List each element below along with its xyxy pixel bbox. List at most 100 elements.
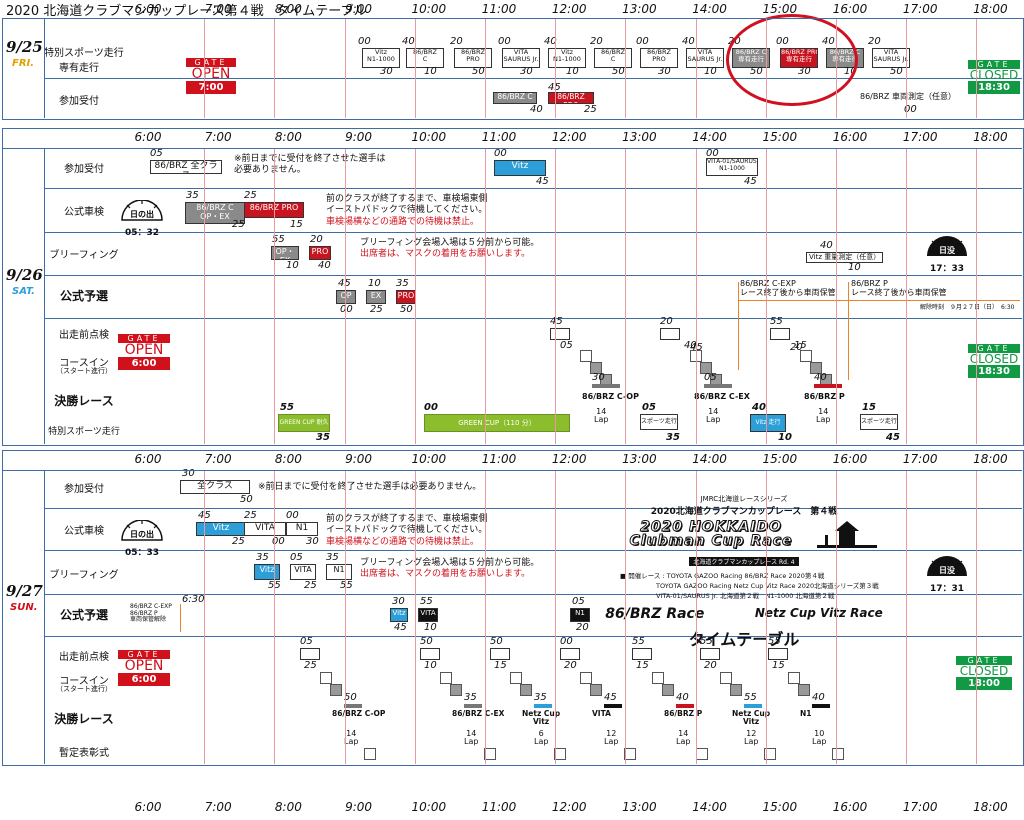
day2-row-reception: 参加受付: [64, 164, 104, 175]
day2-row-race: 決勝レース: [54, 394, 114, 408]
svg-text:日没: 日没: [939, 565, 956, 575]
race-step: 40: [676, 692, 689, 703]
grid-step: [662, 684, 674, 696]
grid-step: [590, 362, 602, 374]
race-step: 05: [300, 636, 313, 647]
day1-reception-c: 86/BRZ C: [493, 92, 537, 104]
hour-label: 9:00: [345, 2, 373, 16]
sport-session: 86/BRZ C: [594, 48, 632, 68]
grid-step: [510, 672, 522, 684]
hour-label: 8:00: [274, 452, 302, 466]
sport-session: 86/BRZ PRO: [454, 48, 492, 68]
race-box: [550, 328, 570, 340]
day3-row-race: 決勝レース: [54, 712, 114, 726]
race-step: 40: [814, 372, 827, 383]
svg-text:日の出: 日の出: [130, 209, 154, 219]
podium-mark: [624, 748, 636, 760]
session-start: 40: [402, 36, 415, 47]
hour-label: 8:00: [274, 130, 302, 144]
hour-label: 14:00: [692, 800, 727, 814]
day2-reception-vita: VITA-01/SAURUS Jr. N1-1000: [706, 158, 758, 176]
race-step: 20: [564, 660, 577, 671]
race-step: 15: [494, 660, 507, 671]
day3-row-podium: 暫定表彰式: [59, 748, 109, 759]
race-step: 15: [636, 660, 649, 671]
hour-label: 18:00: [973, 452, 1008, 466]
race-step: 25: [304, 660, 317, 671]
day2-sport-2: スポーツ走行: [860, 414, 898, 430]
day2-reception-note: ※前日までに受付を終了させた選手は 必要ありません。: [234, 154, 386, 176]
hour-label: 16:00: [832, 2, 868, 16]
hour-label: 11:00: [481, 130, 517, 144]
day2-gate-closed: GATE CLOSED 18:30: [968, 344, 1020, 378]
race-step: 55: [700, 636, 713, 647]
session-end: 10: [566, 66, 579, 77]
page-title: 2020 北海道クラブマンカップレース第４戦 タイムテーブル: [6, 4, 367, 19]
session-end: 10: [424, 66, 437, 77]
race-step: 55: [770, 316, 783, 327]
day3-row-briefing: ブリーフィング: [49, 570, 119, 581]
race-step: 05: [560, 340, 573, 351]
race-step: 50: [490, 636, 503, 647]
day3-row-reception: 参加受付: [64, 484, 104, 495]
day1-row-sport: 特別スポーツ走行 専有走行: [44, 48, 124, 74]
hour-label: 12:00: [551, 130, 587, 144]
hour-label: 7:00: [204, 2, 232, 16]
hour-label: 6:00: [134, 2, 162, 16]
race-laps: 12 Lap: [744, 729, 759, 746]
race-box: [632, 648, 652, 660]
hour-label: 10:00: [411, 2, 447, 16]
session-start: 20: [590, 36, 603, 47]
race-laps: 14 Lap: [594, 407, 609, 424]
race-name: Netz Cup Vitz: [522, 709, 561, 726]
day1-reception-pro: 86/BRZ PRO: [548, 92, 594, 104]
hour-label: 15:00: [762, 452, 798, 466]
event-wordmark: 2020 HOKKAIDO Clubman Cup Race: [629, 519, 793, 549]
sunrise-icon: 日の出: [121, 519, 163, 541]
race-bar: [534, 704, 552, 708]
podium-mark: [696, 748, 708, 760]
race-step: 40: [812, 692, 825, 703]
grid-step: [580, 672, 592, 684]
day2-parc-p: 86/BRZ P レース終了後から車両保管: [851, 279, 947, 297]
grid-step: [810, 362, 822, 374]
race-step: 45: [604, 692, 617, 703]
day2-brief-opex: OP・EX: [271, 246, 299, 260]
hour-label: 18:00: [973, 2, 1008, 16]
session-end: 50: [612, 66, 625, 77]
race-name: N1: [800, 709, 812, 718]
hour-label: 8:00: [274, 800, 302, 814]
grid-step: [520, 684, 532, 696]
hour-label: 6:00: [134, 452, 162, 466]
sport-session: VITA SAURUS Jr.: [502, 48, 540, 68]
session-end: 50: [472, 66, 485, 77]
day3-inspection-note: 前のクラスが終了するまで、車検場東側イーストパドックで待機してください。車検場横…: [326, 514, 488, 547]
race-box: [300, 648, 320, 660]
race-step: 55: [632, 636, 645, 647]
event-logo: JMRC北海道レースシリーズ 2020北海道クラブマンカップレース 第４戦 20…: [580, 494, 908, 650]
hour-label: 18:00: [973, 130, 1008, 144]
day3-reception-all: 全クラス: [180, 480, 250, 494]
hour-label: 8:00: [274, 2, 302, 16]
race-step: 20: [704, 660, 717, 671]
day2-briefing-note: ブリーフィング会場入場は５分前から可能。出席者は、マスクの着用をお願いします。: [360, 238, 540, 260]
grid-step: [800, 350, 812, 362]
race-step: 05: [704, 372, 717, 383]
race-bar: [592, 384, 620, 388]
race-laps: 14 Lap: [464, 729, 479, 746]
race-step: 35: [534, 692, 547, 703]
hour-label: 16:00: [832, 452, 868, 466]
race-name: 86/BRZ P: [664, 709, 703, 718]
day3-inspect-n1: N1: [286, 522, 318, 536]
hour-label: 10:00: [411, 800, 447, 814]
race-laps: 14 Lap: [706, 407, 721, 424]
podium-mark: [764, 748, 776, 760]
race-step: 15: [772, 660, 785, 671]
day3-parc-release: 86/BRZ C-EXP 86/BRZ P 車両保管解除: [130, 603, 172, 624]
hour-label: 9:00: [345, 130, 373, 144]
day1-panel: [2, 18, 1024, 120]
race-laps: 12 Lap: [604, 729, 619, 746]
race-laps: 10 Lap: [812, 729, 827, 746]
race-name: 86/BRZ C-EX: [694, 392, 750, 401]
race-box: [420, 648, 440, 660]
